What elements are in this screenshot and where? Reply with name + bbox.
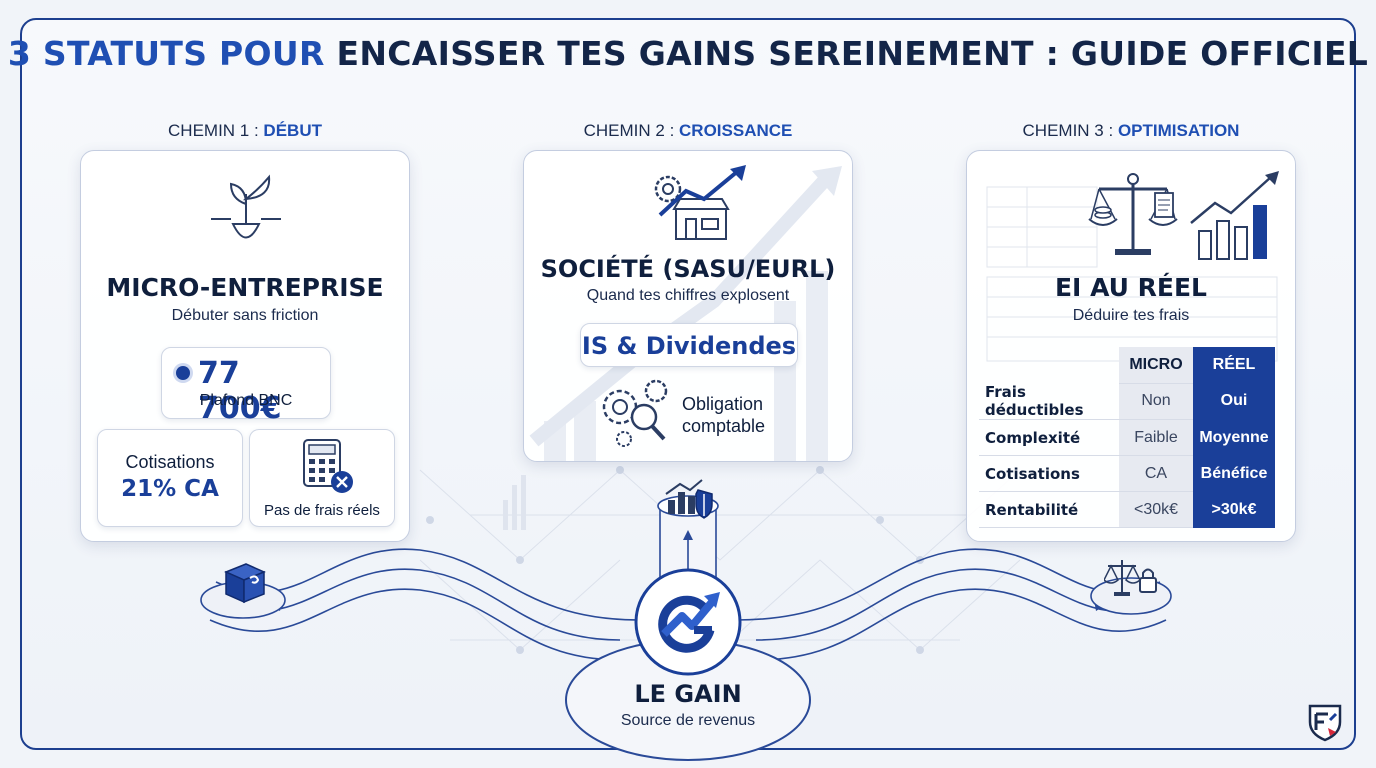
- table-header-reel: RÉEL: [1193, 347, 1275, 384]
- table-row: Cotisations CA Bénéfice: [979, 455, 1275, 492]
- path-label-prefix: CHEMIN 3 :: [1022, 121, 1118, 140]
- page-title: 3 STATUTS POUR ENCAISSER TES GAINS SEREI…: [0, 34, 1376, 73]
- shop-growth-icon: [654, 165, 746, 240]
- path-label-2: CHEMIN 2 : CROISSANCE: [523, 121, 853, 141]
- cube-icon: [224, 563, 266, 604]
- table-cell-reel: Moyenne: [1193, 419, 1275, 456]
- table-header-row: MICRO RÉEL: [979, 347, 1275, 384]
- table-row-label: Rentabilité: [979, 491, 1119, 528]
- expenses-box: Pas de frais réels: [249, 429, 395, 527]
- ceiling-box: 77 700€ Plafond BNC: [161, 347, 331, 426]
- table-cell-reel: >30k€: [1193, 491, 1275, 528]
- spreadsheet-bg-icon: [986, 186, 1278, 362]
- table-cell-reel: Bénéfice: [1193, 455, 1275, 492]
- table-cell-micro: Non: [1119, 383, 1193, 420]
- table-row-label: Cotisations: [979, 455, 1119, 492]
- obligation-text: Obligation comptable: [682, 393, 765, 437]
- obligation-line-1: Obligation: [682, 394, 764, 414]
- table-header-micro: MICRO: [1119, 347, 1193, 384]
- table-header-empty: [979, 347, 1119, 383]
- path-label-accent: OPTIMISATION: [1117, 121, 1240, 140]
- table-cell-micro: <30k€: [1119, 491, 1193, 528]
- table-row: Complexité Faible Moyenne: [979, 419, 1275, 456]
- card-micro-entreprise: MICRO-ENTREPRISE Débuter sans friction 7…: [80, 150, 410, 542]
- badge-label: IS & Dividendes: [581, 332, 797, 360]
- table-row: Frais déductibles Non Oui: [979, 383, 1275, 420]
- contributions-label: Cotisations: [125, 452, 215, 472]
- ceiling-value: 77 700€: [198, 356, 282, 426]
- brand-shield-icon: [1308, 704, 1342, 742]
- contributions-box: Cotisations 21% CA: [97, 429, 243, 527]
- table-cell-reel: Oui: [1193, 383, 1275, 420]
- card-title: SOCIÉTÉ (SASU/EURL): [540, 255, 836, 283]
- gain-logo-icon: [658, 592, 720, 653]
- table-row-label: Complexité: [979, 419, 1119, 456]
- title-accent: 3 STATUTS POUR: [7, 34, 325, 73]
- expenses-label: Pas de frais réels: [264, 502, 380, 519]
- gears-search-icon: [602, 379, 668, 447]
- center-title: LE GAIN: [634, 680, 742, 708]
- contributions-value: 21% CA: [121, 476, 219, 502]
- path-label-prefix: CHEMIN 2 :: [583, 121, 680, 140]
- card-subtitle: Déduire tes frais: [1072, 307, 1190, 324]
- card-ei-reel: EI AU RÉEL Déduire tes frais MICRO RÉEL …: [966, 150, 1296, 542]
- path-label-accent: DÉBUT: [263, 121, 322, 140]
- card-title: MICRO-ENTREPRISE: [106, 273, 384, 302]
- card-societe: SOCIÉTÉ (SASU/EURL) Quand tes chiffres e…: [523, 150, 853, 462]
- ceiling-label: Plafond BNC: [199, 392, 293, 409]
- card-subtitle: Quand tes chiffres explosent: [586, 287, 790, 304]
- comparison-table: MICRO RÉEL Frais déductibles Non Oui Com…: [979, 347, 1275, 528]
- table-row-label: Frais déductibles: [979, 383, 1119, 420]
- path-label-accent: CROISSANCE: [679, 121, 793, 140]
- is-dividendes-badge: IS & Dividendes: [580, 323, 798, 367]
- table-cell-micro: Faible: [1119, 419, 1193, 456]
- path-label-3: CHEMIN 3 : OPTIMISATION: [966, 121, 1296, 141]
- obligation-line-2: comptable: [682, 416, 766, 436]
- scale-lock-icon: [1104, 560, 1157, 596]
- bullet-icon: [176, 366, 190, 380]
- card-title: EI AU RÉEL: [1054, 273, 1207, 302]
- scale-document-icon: [1088, 173, 1178, 255]
- calculator-icon: [303, 439, 353, 493]
- table-cell-micro: CA: [1119, 455, 1193, 492]
- table-row: Rentabilité <30k€ >30k€: [979, 491, 1275, 528]
- center-subtitle: Source de revenus: [620, 712, 756, 729]
- shield-chart-icon: [665, 479, 713, 519]
- path-label-prefix: CHEMIN 1 :: [168, 121, 264, 140]
- growth-chart-icon: [1190, 171, 1279, 260]
- sprout-icon: [211, 174, 281, 239]
- path-label-1: CHEMIN 1 : DÉBUT: [80, 121, 410, 141]
- card-subtitle: Débuter sans friction: [171, 307, 319, 324]
- title-rest: ENCAISSER TES GAINS SEREINEMENT : GUIDE …: [324, 34, 1369, 73]
